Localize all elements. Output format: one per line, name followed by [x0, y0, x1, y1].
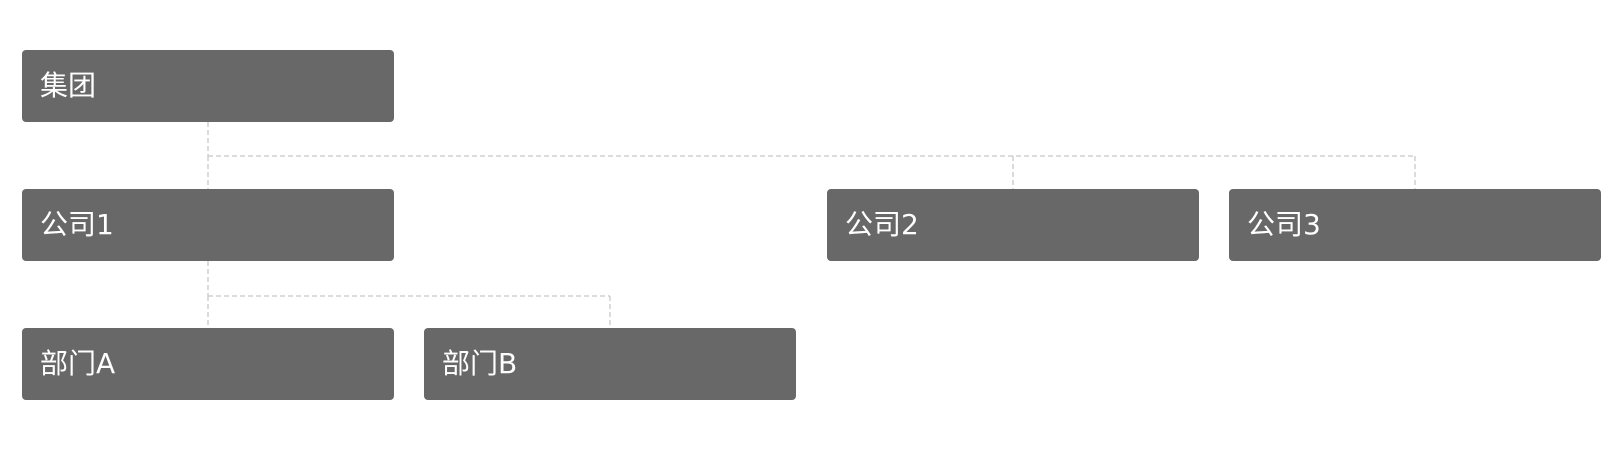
node-group[interactable]: 集团: [22, 50, 394, 122]
node-label: 部门A: [40, 347, 116, 380]
node-department-a[interactable]: 部门A: [22, 328, 394, 400]
node-label: 公司1: [40, 208, 114, 241]
node-label: 公司2: [845, 208, 919, 241]
node-company1[interactable]: 公司1: [22, 189, 394, 261]
node-department-b[interactable]: 部门B: [424, 328, 796, 400]
node-label: 集团: [40, 69, 97, 102]
node-company2[interactable]: 公司2: [827, 189, 1199, 261]
node-label: 部门B: [442, 347, 518, 380]
node-label: 公司3: [1247, 208, 1321, 241]
node-company3[interactable]: 公司3: [1229, 189, 1601, 261]
